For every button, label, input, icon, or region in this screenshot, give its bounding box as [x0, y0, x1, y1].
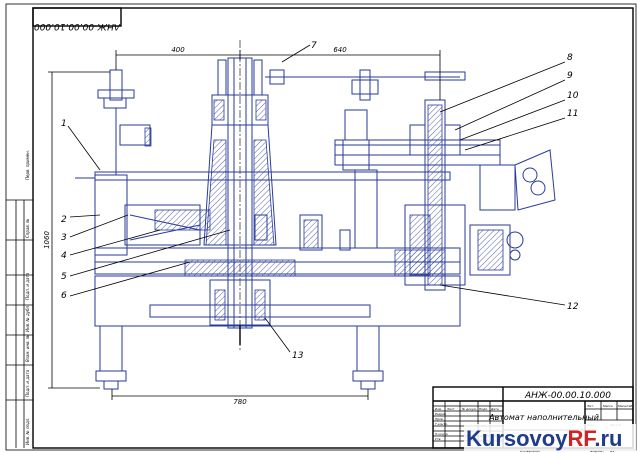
- tb-izm: Изм.: [435, 407, 442, 411]
- cone-body: [203, 124, 277, 246]
- callout-9: 9: [567, 71, 573, 81]
- dim-1060: 1060: [43, 231, 51, 249]
- tb-utv: Утв.: [435, 437, 441, 441]
- tb-doc: № докум.: [461, 407, 477, 411]
- callout-3: 3: [61, 233, 67, 243]
- watermark-part2: RF: [567, 426, 596, 451]
- strip-label-4: Взам. инв. №: [25, 335, 30, 362]
- tb-prov: Пров.: [435, 417, 444, 421]
- machine-assembly: [75, 40, 556, 390]
- callout-12: 12: [567, 302, 579, 312]
- callout-4: 4: [61, 251, 67, 261]
- watermark: KursovoyRF.ru: [464, 424, 636, 451]
- watermark-part1: Kursovoy: [466, 426, 568, 451]
- strip-label-0: Перв. примен.: [25, 150, 30, 180]
- left-leg: [95, 325, 127, 390]
- callout-2: 2: [61, 215, 67, 225]
- tb-sign: Подп.: [479, 407, 488, 411]
- right-container: [354, 169, 378, 249]
- callout-13: 13: [292, 351, 304, 361]
- dim-400: 400: [171, 46, 185, 54]
- tb-massa: Масса: [603, 404, 613, 408]
- side-strip: Справ. № Подп. и дата Инв. № дубл. Взам.…: [6, 150, 33, 448]
- gear-column: [424, 99, 446, 291]
- dimensions: 400 640 1060 780: [43, 46, 441, 406]
- top-code-text: АНЖ-00.00.10.000: [34, 21, 121, 31]
- top-code-box: [32, 7, 122, 27]
- strip-label-2: Подп. и дата: [25, 272, 30, 300]
- tb-razrab: Разраб.: [435, 412, 447, 416]
- titleblock-code: АНЖ-00.00.10.000: [524, 391, 611, 401]
- tb-date: Дата: [490, 407, 499, 411]
- inner-frame: [32, 7, 634, 449]
- dim-780: 780: [233, 398, 247, 406]
- strip-label-6: Инв. № подл.: [25, 417, 30, 445]
- callout-7: 7: [311, 41, 317, 51]
- callout-11: 11: [567, 109, 578, 119]
- tb-masshtab: Масштаб: [618, 404, 632, 408]
- callout-1: 1: [61, 119, 67, 129]
- gearbox: [404, 204, 466, 286]
- callout-6: 6: [61, 291, 67, 301]
- strip-label-1: Справ. №: [25, 219, 30, 238]
- callout-10: 10: [567, 91, 579, 101]
- tb-lit: Лит.: [586, 404, 594, 408]
- right-leg: [352, 325, 384, 390]
- tb-list: Лист: [446, 407, 455, 411]
- drawing-title: Автомат наполнительный: [488, 413, 599, 422]
- outer-frame: [5, 3, 637, 451]
- strip-label-3: Инв. № дубл.: [25, 305, 30, 332]
- left-top-fixture: [109, 69, 123, 101]
- strip-label-5: Подп. и дата: [25, 369, 30, 397]
- tb-tkontr: Т.контр.: [435, 422, 448, 426]
- upper-plate: [94, 171, 451, 181]
- callout-5: 5: [61, 272, 67, 282]
- callout-8: 8: [567, 53, 573, 63]
- dim-640: 640: [333, 46, 347, 54]
- base-frame: [94, 275, 461, 327]
- tb-nkontr: Н.контр.: [435, 432, 448, 436]
- svg-text:KursovoyRF.ru: KursovoyRF.ru: [466, 426, 623, 451]
- motor: [479, 164, 516, 211]
- callouts: 1 2 3 4 5 6 7 8 9 10 11 12 13: [61, 41, 579, 361]
- watermark-part3: .ru: [594, 426, 622, 451]
